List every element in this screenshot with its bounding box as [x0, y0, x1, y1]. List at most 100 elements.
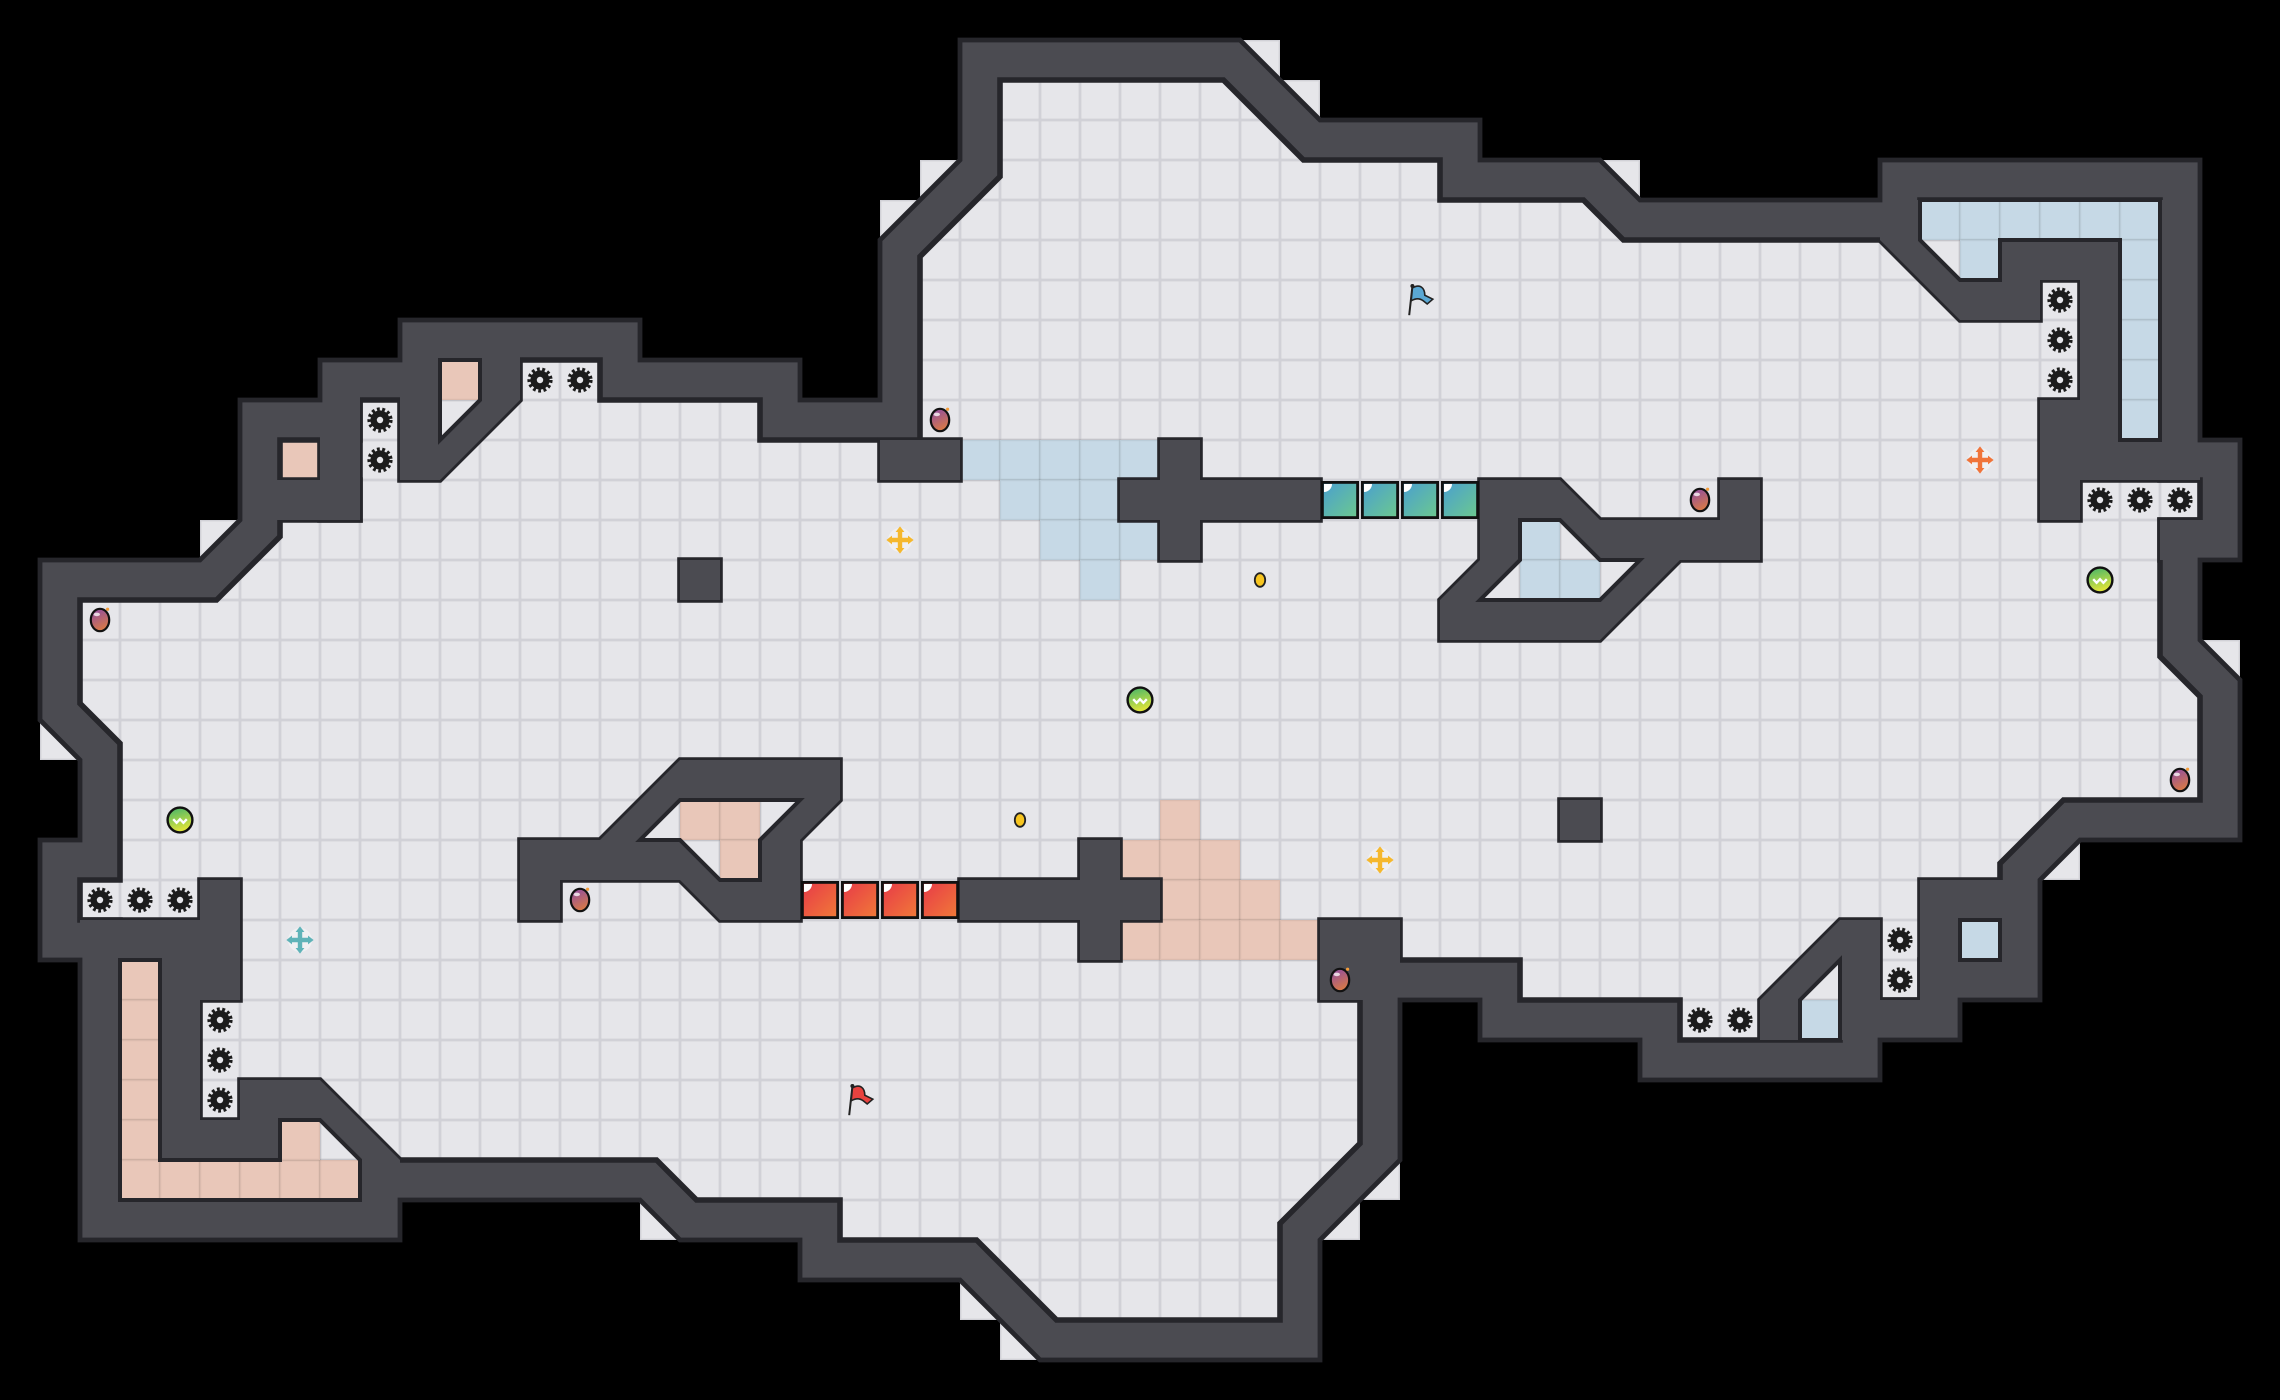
yellow-move-cross-icon [1366, 846, 1394, 874]
peach-floor-tile [1158, 838, 1202, 882]
blue-floor-tile [1958, 200, 2002, 242]
pocket-hollow-right [1475, 518, 1645, 602]
blue-floor-tile [998, 438, 1042, 482]
pocket-bottom-right-b [1958, 918, 2002, 962]
purple-orb-icon [1329, 967, 1351, 993]
pocket-bottom-left [118, 958, 362, 1202]
gear-icon [2047, 287, 2073, 313]
peach-floor-tile [1158, 878, 1202, 922]
blue-floor-tile [1958, 918, 2002, 962]
peach-floor-tile [1158, 918, 1202, 962]
blue-floor-tile [1118, 518, 1162, 562]
red-block [800, 880, 839, 919]
peach-floor-tile [678, 798, 722, 842]
blue-floor-tile [2118, 278, 2160, 322]
pocket-hollow-left [635, 798, 805, 882]
gear-icon [167, 887, 193, 913]
purple-orb-icon [2169, 767, 2191, 793]
peach-floor-tile [1158, 798, 1202, 842]
peach-floor-tile [1238, 918, 1282, 962]
blue-floor-tile [2118, 318, 2160, 362]
peach-floor-tile [120, 1158, 162, 1200]
blue-floor-tile [1038, 478, 1082, 522]
gear-icon [1687, 1007, 1713, 1033]
teal-block [1361, 481, 1400, 520]
peach-floor-tile [278, 438, 322, 482]
peach-floor-tile [1278, 918, 1322, 962]
blue-floor-tile [1918, 200, 1962, 242]
blue-floor-tile [1078, 478, 1122, 522]
wall-block-a [680, 560, 720, 600]
purple-orb-icon [929, 407, 951, 433]
gear-icon [1727, 1007, 1753, 1033]
peach-floor-tile [1238, 878, 1282, 922]
green-orb-icon [1126, 686, 1154, 714]
gear-icon [87, 887, 113, 913]
wall-cross-h [1120, 480, 1320, 520]
pocket-rims [118, 198, 2162, 1202]
gear-icon [1887, 927, 1913, 953]
blue-floor-tile [1998, 200, 2042, 242]
purple-orb-icon [1689, 487, 1711, 513]
teal-block [1441, 481, 1480, 520]
peach-floor-tile [120, 1078, 162, 1122]
purple-orb-icon [89, 607, 111, 633]
gear-icon [207, 1007, 233, 1033]
peach-floor-tile [1118, 918, 1162, 962]
blue-floor-tile [2038, 200, 2082, 242]
red-block [880, 880, 919, 919]
peach-floor-tile [120, 958, 162, 1002]
gear-icon [1887, 967, 1913, 993]
wall-block-b [1560, 800, 1600, 840]
wall-bar-v [1080, 840, 1120, 960]
wall-stub-top [880, 440, 960, 480]
wall-stub-bottom [1320, 920, 1400, 1000]
coin-icon [1253, 572, 1267, 588]
red-flag-icon [848, 1084, 875, 1116]
coin-icon [1013, 812, 1027, 828]
peach-floor-tile [1198, 918, 1242, 962]
peach-floor-tile [120, 998, 162, 1042]
peach-floor-tile [718, 798, 762, 842]
blue-floor-tile [1798, 998, 1842, 1042]
cyan-move-cross-icon [286, 926, 314, 954]
yellow-move-cross-icon [886, 526, 914, 554]
peach-floor-tile [438, 358, 482, 402]
peach-floor-tile [1198, 838, 1242, 882]
green-orb-icon [166, 806, 194, 834]
gear-icon [367, 407, 393, 433]
blue-floor-tile [998, 478, 1042, 522]
peach-floor-tile [238, 1158, 282, 1200]
blue-floor-tile [2118, 398, 2160, 442]
peach-floor-tile [718, 838, 762, 882]
pocket-left [438, 358, 482, 445]
blue-floor-tile [958, 438, 1002, 482]
entities [87, 284, 2193, 1116]
peach-floor-tile [1118, 838, 1162, 882]
blue-floor-tile [2118, 358, 2160, 402]
peach-floor-tile [278, 1158, 322, 1200]
peach-floor-tile [158, 1158, 202, 1200]
purple-orb-icon [569, 887, 591, 913]
teal-block [1401, 481, 1440, 520]
outer-wall-edge [37, 37, 2243, 1363]
peach-floor-tile [198, 1158, 242, 1200]
blue-floor-tile [1118, 438, 1162, 482]
orange-move-cross-icon [1966, 446, 1994, 474]
blue-floor-tile [1078, 438, 1122, 482]
blue-floor-tile [2078, 200, 2122, 242]
red-block [920, 880, 959, 919]
blue-floor-tile [1038, 438, 1082, 482]
green-orb-icon [2086, 566, 2114, 594]
peach-floor-tile [318, 1158, 362, 1200]
blue-floor-tile [1078, 558, 1122, 602]
wall-cross-v [1160, 440, 1200, 560]
blue-floor-tile [1518, 558, 1562, 602]
gear-icon [127, 887, 153, 913]
wall-bar-h [960, 880, 1160, 920]
blue-floor-tile [1078, 518, 1122, 562]
blue-floor-tile [1038, 518, 1082, 562]
gear-icon [207, 1087, 233, 1113]
blue-floor-tile [2118, 200, 2160, 242]
